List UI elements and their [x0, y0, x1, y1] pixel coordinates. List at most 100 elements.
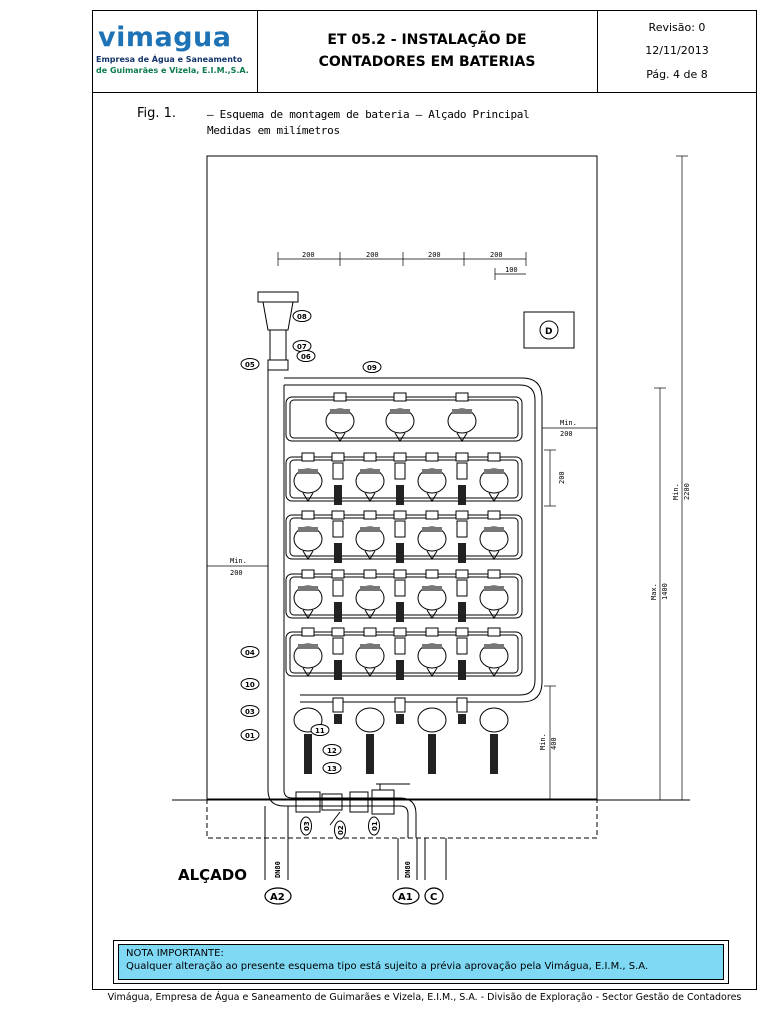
water-meter [417, 510, 447, 560]
foundation-outline [206, 799, 598, 839]
water-meter [479, 569, 509, 619]
callout-label: 02 [337, 825, 345, 835]
view-label: ALÇADO [178, 866, 247, 884]
document-header: vimagua Empresa de Água e Saneamento de … [92, 10, 757, 93]
note-heading: NOTA IMPORTANTE: [126, 948, 224, 959]
meter-row [285, 569, 523, 622]
callout-bubble [310, 724, 330, 736]
figure-label: Fig. 1. [137, 106, 177, 121]
logo-tagline-2: de Guimarães e Vizela, E.I.M.,S.A. [96, 66, 249, 75]
callout-label: 01 [371, 821, 379, 831]
figure-description: – Esquema de montagem de bateria – Alçad… [207, 108, 530, 121]
document-meta: Revisão: 0 12/11/2013 Pág. 4 de 8 [597, 10, 757, 92]
water-meter [331, 627, 345, 680]
callout-label: 01 [245, 732, 255, 740]
meter-row [285, 510, 523, 563]
callout-label: 09 [367, 364, 377, 372]
callout-label: 12 [327, 747, 337, 755]
page-footer: Vimágua, Empresa de Água e Saneamento de… [107, 992, 742, 1003]
date-label: 12/11/2013 [645, 44, 709, 58]
dim-top-3: 200 [428, 251, 441, 259]
water-meter [479, 627, 509, 677]
water-meter [393, 510, 407, 563]
water-meter [332, 697, 344, 724]
water-meter [479, 707, 509, 774]
dim-top-4: 200 [490, 251, 503, 259]
callout-label: 07 [297, 343, 307, 351]
water-meter [393, 569, 407, 622]
meter-row [285, 627, 523, 680]
water-meter [325, 392, 355, 442]
bottom-header [267, 783, 417, 838]
water-meter [355, 569, 385, 619]
water-meter [456, 697, 468, 724]
callout-label: 05 [245, 361, 255, 369]
drain-box-marker [539, 320, 559, 340]
callout-bubble [322, 744, 342, 756]
company-logo: vimagua Empresa de Água e Saneamento de … [92, 10, 258, 92]
dim-row-spacing-label: 200 [558, 471, 566, 484]
logo-word: vimagua [98, 22, 232, 53]
callout-label: 03 [245, 708, 255, 716]
callout-bubble [240, 646, 260, 658]
callout-bubble [334, 820, 346, 840]
dim-bottom-min-label-2: 400 [550, 737, 558, 750]
callout-label: 11 [315, 727, 325, 735]
connection-a2 [264, 887, 292, 905]
water-meter [293, 627, 323, 677]
water-meter [417, 452, 447, 502]
dim-max-height-label-1: Max. [650, 583, 658, 600]
water-meter [331, 510, 345, 563]
water-meter [394, 697, 406, 724]
page-number: Pág. 4 de 8 [646, 67, 708, 81]
document-title: ET 05.2 - INSTALAÇÃO DE CONTADORES EM BA… [257, 10, 598, 92]
water-meter [447, 392, 477, 442]
callout-label: 13 [327, 765, 337, 773]
water-meter [293, 569, 323, 619]
meter-rows [285, 392, 523, 774]
callout-label: 06 [301, 353, 311, 361]
water-meter [355, 707, 385, 774]
water-meter [417, 707, 447, 774]
callout-label: 10 [245, 681, 255, 689]
connection-a2-label: A2 [270, 892, 285, 903]
callout-label: 04 [245, 649, 255, 657]
connection-c-label: C [430, 892, 437, 903]
callout-bubble [300, 816, 312, 836]
water-meter [455, 452, 469, 505]
dim-top-2: 200 [366, 251, 379, 259]
water-meter [417, 569, 447, 619]
dim-left-min-label-2: 200 [230, 569, 243, 577]
water-meter [355, 452, 385, 502]
water-meter [417, 627, 447, 677]
water-meter [455, 569, 469, 622]
meter-row [285, 452, 523, 505]
callout-label: 08 [297, 313, 307, 321]
logo-tagline-1: Empresa de Água e Saneamento [96, 55, 243, 64]
dim-total-height-label-2: 2200 [683, 483, 691, 500]
dim-right-min-label-1: Min. [560, 419, 577, 427]
note-text: Qualquer alteração ao presente esquema t… [126, 961, 649, 972]
callout-bubble [362, 361, 382, 373]
callout-bubble [368, 816, 380, 836]
water-meter [331, 569, 345, 622]
meter-row [285, 392, 523, 442]
title-line-1: ET 05.2 - INSTALAÇÃO DE [327, 32, 527, 48]
water-meter [479, 452, 509, 502]
water-meter [393, 627, 407, 680]
water-meter [455, 627, 469, 680]
callout-bubble [240, 729, 260, 741]
title-line-2: CONTADORES EM BATERIAS [318, 54, 536, 70]
drain-box-label: D [545, 327, 552, 337]
callout-bubble [240, 678, 260, 690]
drain-box [523, 311, 575, 349]
dim-left-min-label-1: Min. [230, 557, 247, 565]
callout-bubble [322, 762, 342, 774]
pipe-label-a1: DN80 [404, 861, 412, 878]
water-meter [293, 452, 323, 502]
enclosure-outline [206, 155, 598, 800]
service-pipes [264, 806, 447, 880]
water-meter [455, 510, 469, 563]
note-border [113, 940, 729, 984]
